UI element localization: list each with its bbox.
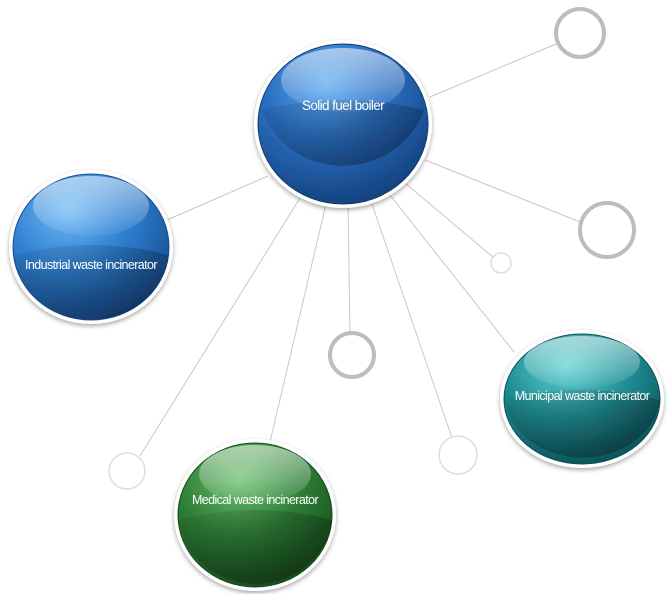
connector-small-dot xyxy=(404,182,495,259)
connector-top-right xyxy=(429,43,557,98)
node-industrial-label: Industrial waste incinerator xyxy=(25,258,157,272)
empty-ring-lower xyxy=(438,435,478,475)
node-center[interactable]: Solid fuel boiler xyxy=(254,40,432,208)
node-municipal[interactable]: Municipal waste incinerator xyxy=(500,330,664,468)
node-medical-label: Medical waste incinerator xyxy=(192,493,318,507)
connector-medical xyxy=(269,203,327,443)
node-municipal-label: Municipal waste incinerator xyxy=(515,389,650,403)
node-center-label: Solid fuel boiler xyxy=(302,98,385,113)
node-industrial[interactable]: Industrial waste incinerator xyxy=(9,170,173,324)
node-medical[interactable]: Medical waste incinerator xyxy=(174,439,336,591)
empty-ring-right xyxy=(578,201,636,259)
empty-rings xyxy=(108,7,636,490)
connector-municipal xyxy=(389,194,515,353)
empty-ring-small xyxy=(490,252,512,274)
connector-left-ring xyxy=(139,197,301,457)
connector-industrial xyxy=(159,175,269,224)
connector-right-ring xyxy=(424,159,581,223)
empty-ring-top-right xyxy=(554,7,606,59)
empty-ring-mid xyxy=(328,331,376,379)
connector-lower-ring xyxy=(371,203,453,439)
empty-ring-left xyxy=(108,452,146,490)
connector-mid-ring xyxy=(347,203,351,333)
connector-lines xyxy=(139,43,581,457)
